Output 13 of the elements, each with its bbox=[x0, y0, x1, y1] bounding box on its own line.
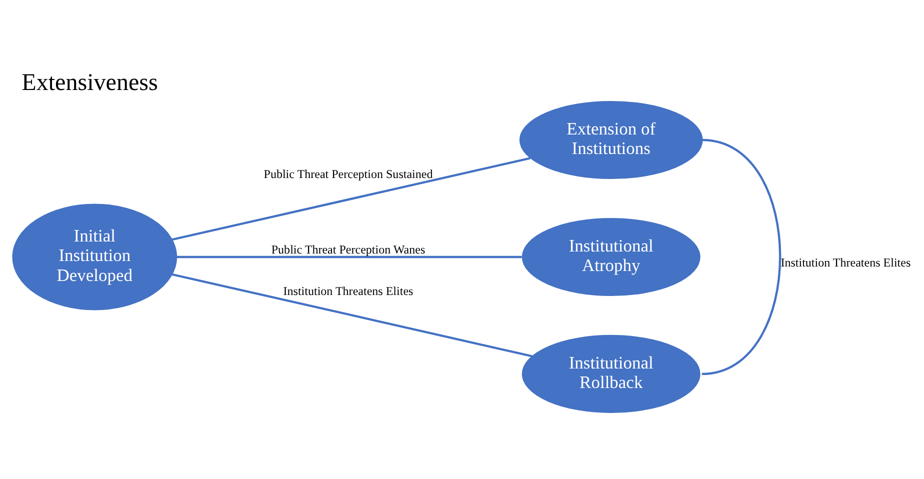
diagram-title: Extensiveness bbox=[22, 70, 158, 96]
node-ellipse: Extension of Institutions bbox=[519, 100, 703, 180]
node-ellipse: Institutional Atrophy bbox=[522, 218, 700, 296]
connector bbox=[176, 256, 522, 258]
node-ellipse: Institutional Rollback bbox=[522, 334, 700, 414]
connector bbox=[172, 273, 532, 358]
node-ellipse: Initial Institution Developed bbox=[12, 204, 178, 310]
edge-label: Public Threat Perception Wanes bbox=[271, 242, 426, 256]
edge-label: Public Threat Perception Sustained bbox=[264, 167, 433, 182]
edge-label: Institution Threatens Elites bbox=[283, 284, 414, 298]
connector bbox=[172, 157, 530, 241]
edge-label: Institution Threatens Elites bbox=[780, 256, 911, 270]
connector bbox=[702, 138, 782, 376]
